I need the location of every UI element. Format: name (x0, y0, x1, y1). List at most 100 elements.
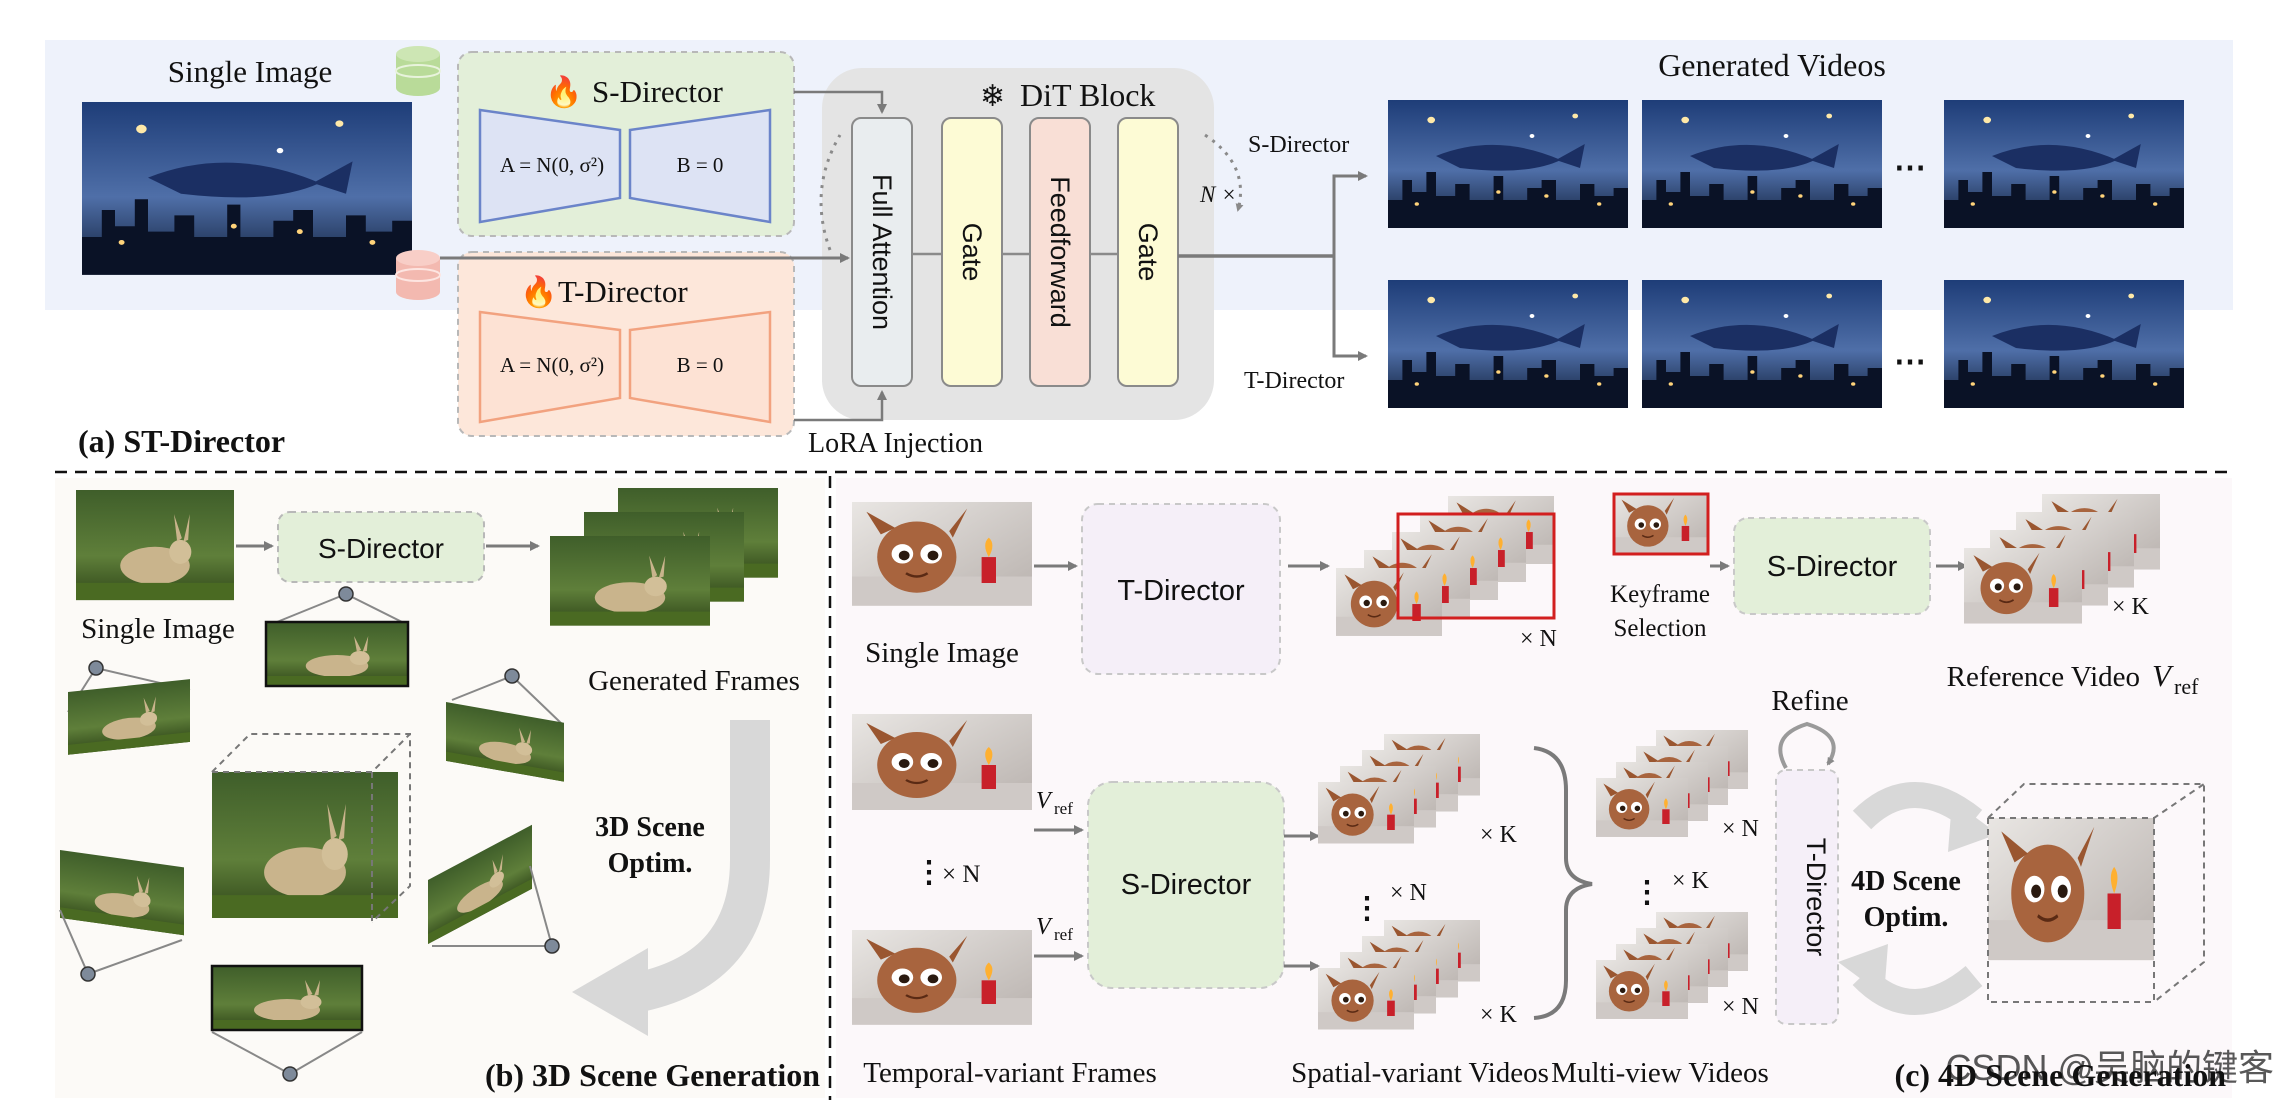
watermark-text: CSDN @吴脑的键客 (1945, 1047, 2274, 1088)
s-director-label-b: S-Director (318, 533, 444, 564)
frame-stack-top (1335, 495, 1556, 637)
times-k-label: × K (2112, 594, 2150, 620)
panel-c-title: (c) 4D Scene Generation (1895, 1057, 2227, 1093)
full-attention-label: Full Attention (867, 174, 897, 330)
t-director-title: T-Director (558, 274, 688, 309)
keyframe-label-1: Keyframe (1610, 581, 1710, 608)
camera-frustum (59, 850, 184, 982)
times-n-label-temporal: × N (942, 861, 980, 888)
generated-video-s-2 (1642, 100, 1882, 228)
times-k-label-spatial-2: × K (1480, 1002, 1518, 1028)
generated-videos-title: Generated Videos (1658, 47, 1886, 83)
4d-scene-cube (1986, 783, 2205, 1003)
snowflake-icon: ❄ (980, 80, 1005, 113)
optim-label-b2: Optim. (608, 848, 693, 879)
spatial-label: Spatial-variant Videos (1291, 1057, 1549, 1089)
generated-video-s-3 (1944, 100, 2184, 228)
generated-frames-label: Generated Frames (588, 665, 800, 697)
refine-label: Refine (1771, 685, 1848, 717)
s-lora-arrow (794, 90, 887, 114)
dotted-loop-right (1204, 133, 1244, 212)
lora-injection-label: LoRA Injection (808, 428, 983, 459)
s-director-b-trapezoid (628, 108, 772, 224)
gate-label-1: Gate (957, 223, 987, 282)
keyframe-label-2: Selection (1613, 615, 1707, 642)
times-k-label-spatial-1: × K (1480, 822, 1518, 848)
panel-a-title: (a) ST-Director (78, 423, 285, 459)
s-director-title: S-Director (592, 74, 724, 109)
gate-block-2 (1117, 117, 1179, 387)
ellipsis-icon: ⋯ (1894, 343, 1926, 379)
single-image-label: Single Image (168, 54, 332, 89)
gate-label-2: Gate (1133, 223, 1163, 282)
optim-label-c2: Optim. (1864, 902, 1949, 933)
fire-icon: 🔥 (545, 74, 582, 109)
times-n-label: × N (1520, 626, 1557, 652)
camera-frustum (428, 824, 560, 954)
optim-arrow-body (635, 720, 770, 1012)
output-label-s: S-Director (1248, 132, 1349, 158)
times-n-label-multiview-2: × N (1722, 994, 1759, 1020)
v-ref-symbol: V (2152, 658, 2174, 693)
v-ref-symbol-2: V (1036, 914, 1053, 940)
temporal-label: Temporal-variant Frames (863, 1057, 1157, 1089)
t-director-b-equation: B = 0 (677, 353, 724, 377)
feedforward-label: Feedforward (1045, 176, 1075, 328)
generated-video-s-1 (1388, 100, 1628, 228)
camera-frustum (446, 668, 564, 782)
multiview-label: Multi-view Videos (1551, 1057, 1769, 1089)
optim-arrowhead-bottom (1838, 944, 1888, 996)
v-ref-subscript-2: ref (1054, 925, 1073, 944)
panel-b-title: (b) 3D Scene Generation (485, 1057, 820, 1093)
t-director-a-equation: A = N(0, σ²) (500, 353, 604, 377)
fire-icon-2: 🔥 (520, 274, 557, 309)
t-director-label-c: T-Director (1117, 575, 1245, 607)
times-k-label-multiview: × K (1672, 868, 1710, 894)
output-arrow-s (1332, 171, 1368, 256)
keyframe-highlight (1612, 492, 1710, 556)
t-director-box-c (1081, 503, 1281, 675)
single-image-whale (82, 102, 412, 275)
camera-frustum (210, 964, 364, 1082)
s-director-b-equation: B = 0 (677, 153, 724, 177)
times-n-label-multiview-1: × N (1722, 816, 1759, 842)
s-director-label-c-bottom: S-Director (1121, 869, 1252, 901)
optim-arrowhead-top (1948, 800, 1998, 852)
database-icon-red (395, 250, 441, 300)
optim-label-b1: 3D Scene (595, 812, 705, 843)
optim-label-c1: 4D Scene (1851, 866, 1961, 897)
temporal-frame-top (850, 712, 1034, 812)
t-lora-arrow (794, 390, 887, 422)
s-director-box-b (277, 511, 485, 583)
optim-arrow-head (572, 948, 648, 1036)
t-director-vertical-box (1775, 769, 1839, 1025)
camera-frustum (264, 586, 410, 688)
single-image-creature (850, 500, 1034, 608)
s-director-label-c-top: S-Director (1767, 551, 1898, 583)
brace (1533, 746, 1593, 1020)
v-ref-subscript: ref (2174, 674, 2199, 699)
s-director-a-equation: A = N(0, σ²) (500, 153, 604, 177)
refine-loop-arrow (1778, 721, 1836, 769)
s-director-box-c-bottom (1087, 781, 1285, 989)
repeat-label: N × (1199, 182, 1237, 207)
dit-block-container (822, 68, 1214, 420)
t-director-b-trapezoid (628, 310, 772, 424)
feedforward-block (1029, 117, 1091, 387)
s-director-box-c-top (1733, 517, 1931, 615)
times-n-label-spatial: × N (1390, 880, 1427, 906)
gate-block-1 (941, 117, 1003, 387)
temporal-frame-bottom (850, 928, 1034, 1027)
generated-video-t-1 (1388, 280, 1628, 408)
ellipsis-icon: ⋯ (1894, 149, 1926, 185)
t-director-a-trapezoid (478, 310, 622, 424)
single-image-label-c: Single Image (865, 637, 1019, 669)
keyframe-thumbnail (1613, 493, 1709, 555)
database-icon-green (395, 46, 441, 96)
generated-video-t-3 (1944, 280, 2184, 408)
output-label-t: T-Director (1244, 368, 1344, 394)
s-director-a-trapezoid (478, 108, 622, 224)
t-director-vertical-label: T-Director (1801, 838, 1831, 957)
generated-video-t-2 (1642, 280, 1882, 408)
